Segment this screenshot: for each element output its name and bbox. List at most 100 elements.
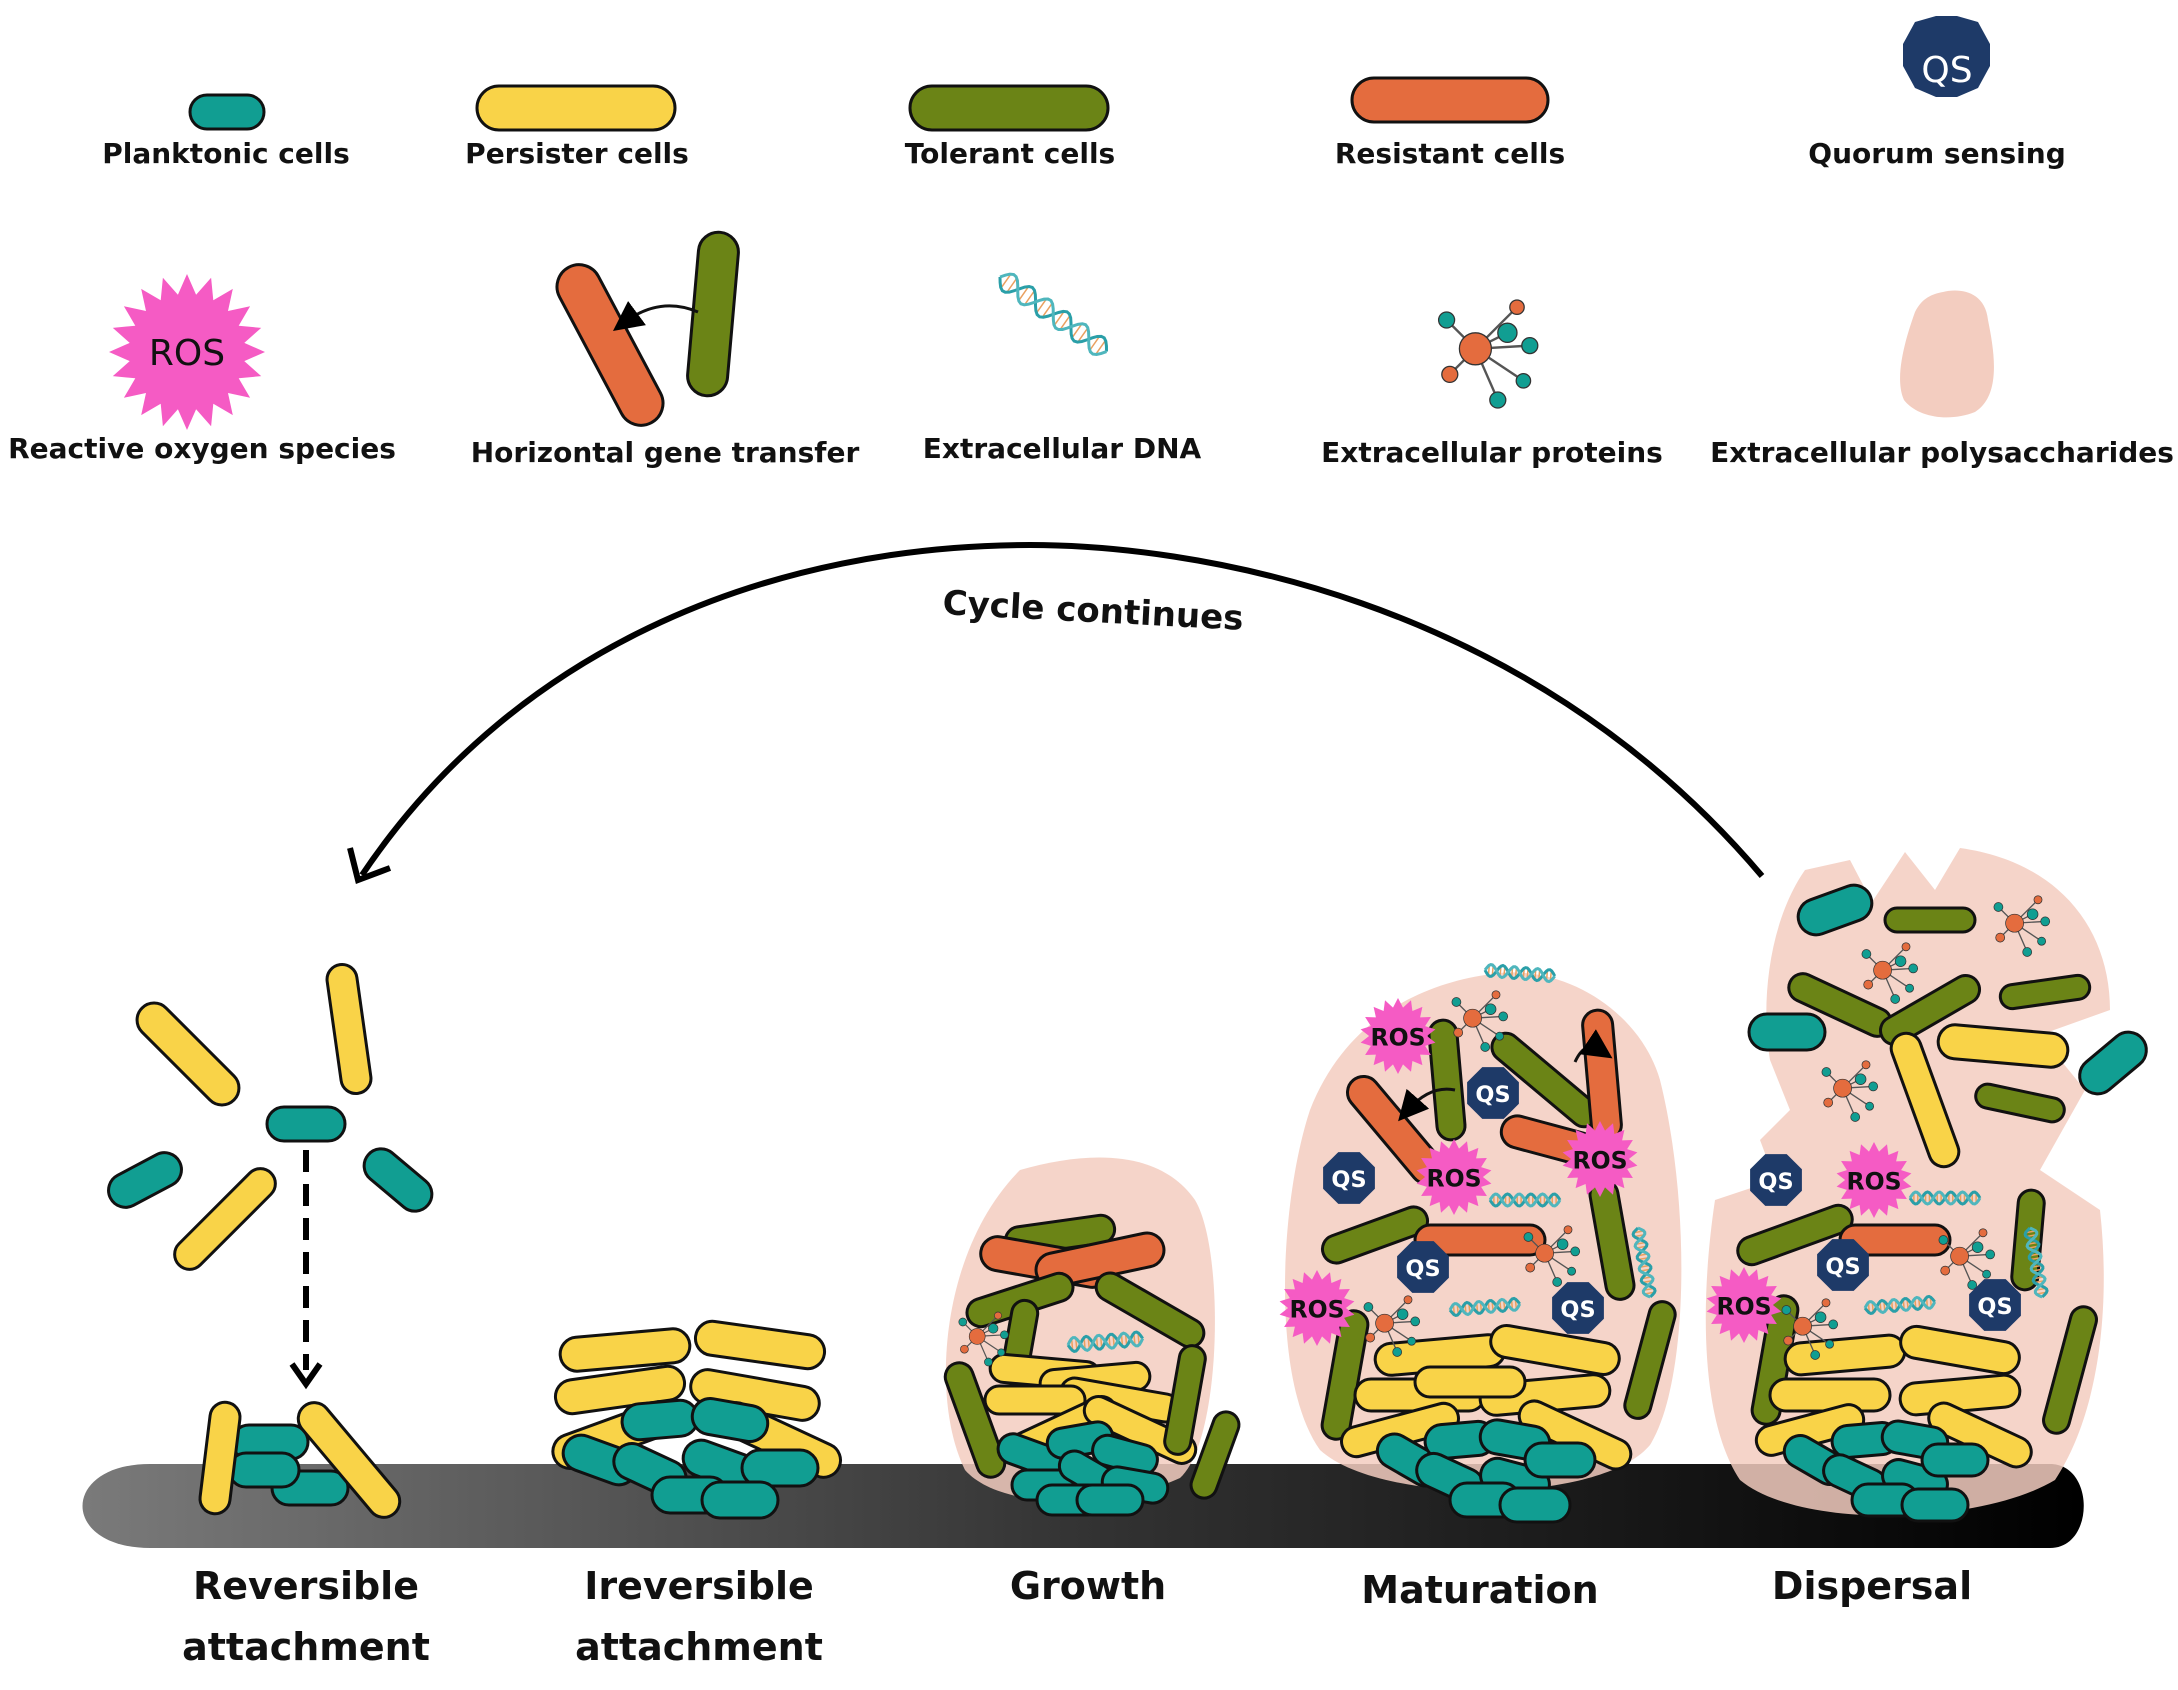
planktonic-cell [1920,1442,1990,1478]
tolerant-cell [943,1361,1007,1479]
hgt-tolerant-cell-icon [686,230,740,398]
qs-badge-text: QS [1560,1297,1595,1323]
tolerant-cell [2010,1188,2046,1292]
legend-quorum-label: Quorum sensing [1808,137,2065,170]
tolerant-cell-icon [908,84,1110,132]
hgt-arrow-icon [1398,1087,1456,1122]
tolerant-cell [1320,1205,1430,1265]
octagon-qs-icon [1903,16,1990,97]
dna-helix-icon [2023,1226,2049,1299]
protein-molecule-icon [1437,299,1539,409]
persister-cell [1489,1323,1621,1377]
resistant-cell [1413,1223,1547,1257]
hgt-arrow-icon [612,301,699,331]
legend-edna-label: Extracellular DNA [923,432,1202,465]
cycle-arrow-icon [359,541,1765,878]
ros-badge-icon: ROS [1416,1139,1492,1215]
legend-proteins-label: Extracellular proteins [1321,436,1663,469]
persister-cell [173,1167,277,1271]
legend-edna: Extracellular DNA [923,272,1202,465]
planktonic-cell [1075,1483,1145,1517]
persister-cell [558,1327,692,1373]
dna-helix-icon [1483,963,1557,984]
stage-irreversible-line2: attachment [575,1625,823,1669]
qs-badge-text: QS [1331,1167,1366,1193]
tolerant-cell [2042,1305,2098,1435]
ros-badge-text: ROS [1716,1293,1771,1321]
planktonic-cell [265,1105,347,1143]
qs-badge-text: QS [1405,1256,1440,1282]
ros-badge-icon: ROS [1562,1121,1638,1197]
cycle-label: Cycle continues [942,583,1245,639]
legend-planktonic: Planktonic cells [102,93,350,170]
ros-badge-icon: ROS [1279,1270,1355,1346]
tolerant-cell [1878,974,1982,1046]
dna-helix-icon [1448,1296,1522,1317]
stage-dispersal: Dispersal [1772,1564,1972,1608]
dna-helix-icon [1631,1226,1657,1299]
stage-irreversible-line1: Ireversible [584,1564,814,1608]
persister-cell [325,962,373,1096]
legend-polysaccharides: Extracellular polysaccharides [1710,290,2174,469]
octagon-qs-icon [1397,1241,1449,1293]
protein-molecule-icon [1363,1295,1421,1357]
legend-tolerant: Tolerant cells [905,84,1115,170]
legend-ros: ROS Reactive oxygen species [8,274,396,465]
protein-molecule-icon [1781,1298,1839,1360]
persister-cell [1413,1365,1527,1399]
stage-growth: Growth [1010,1564,1166,1608]
legend-hgt-label: Horizontal gene transfer [471,436,860,469]
planktonic-cell [2078,1030,2148,1096]
planktonic-cell-icon [188,93,266,131]
protein-molecule-icon [958,1311,1009,1367]
qs-badge-icon: QS [1323,1152,1375,1204]
legend-ros-text: ROS [149,333,225,374]
stage-reversible-line1: Reversible [193,1564,419,1608]
qs-badge-icon: QS [1817,1239,1869,1291]
persister-cell [1889,1031,1961,1169]
ros-badge-icon: ROS [1360,998,1436,1074]
legend-tolerant-label: Tolerant cells [905,137,1115,170]
planktonic-cell [1523,1441,1597,1479]
legend-proteins: Extracellular proteins [1321,299,1663,469]
starburst-ros-icon [1279,1270,1355,1346]
eps-blob-icon [1900,290,1994,418]
tolerant-cell [1320,1309,1370,1441]
tolerant-cell [1736,1203,1854,1267]
ros-badge-icon: ROS [1706,1267,1782,1343]
starburst-ros-icon [1706,1267,1782,1343]
persister-cell-icon [475,84,677,132]
planktonic-cell [227,1451,301,1489]
legend-persister: Persister cells [465,84,689,170]
octagon-qs-icon [1467,1067,1519,1119]
planktonic-cell [1900,1487,1970,1523]
qs-badge-icon: QS [1969,1279,2021,1331]
qs-badge-icon: QS [1552,1282,1604,1334]
hgt-resistant-cell-icon [555,263,665,427]
legend-quorum: QS Quorum sensing [1808,16,2066,170]
starburst-ros-icon [1416,1139,1492,1215]
qs-badge-text: QS [1825,1254,1860,1280]
dna-helix-icon [1863,1294,1937,1315]
planktonic-cell [700,1480,780,1520]
ros-badge-text: ROS [1370,1024,1425,1052]
protein-molecule-icon [1523,1225,1581,1287]
protein-molecule-icon [1938,1228,1996,1290]
legend-resistant: Resistant cells [1335,76,1565,170]
dna-helix-icon [998,272,1108,356]
cycle-arrowhead-icon [347,847,392,884]
tolerant-cell [1189,1410,1241,1500]
dna-helix-icon [998,272,1108,356]
legend-polysaccharides-label: Extracellular polysaccharides [1710,436,2174,469]
legend-qs-text: QS [1921,50,1972,91]
octagon-qs-icon [1323,1152,1375,1204]
ros-badge-text: ROS [1426,1165,1481,1193]
protein-molecule-icon [1451,990,1509,1052]
planktonic-cell [1498,1486,1572,1524]
protein-molecule-icon [1437,299,1539,409]
persister-cell [198,1400,242,1516]
dna-helix-icon [1908,1190,1982,1206]
planktonic-cell [740,1448,820,1488]
